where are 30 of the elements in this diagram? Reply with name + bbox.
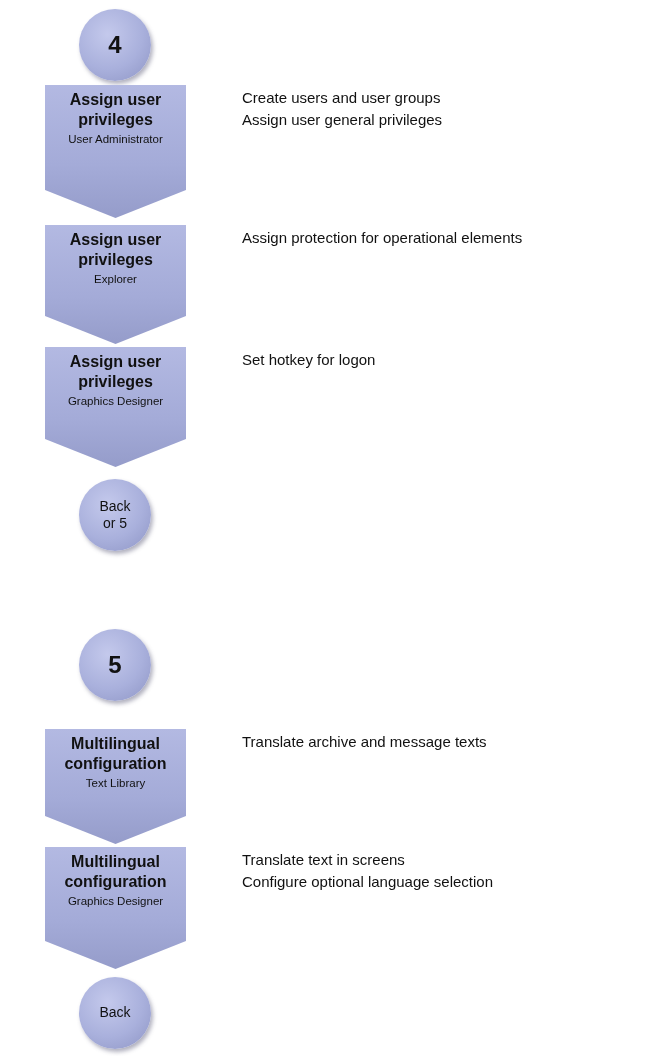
- step-description: Assign protection for operational elements: [242, 228, 523, 248]
- tool-name: Text Library: [85, 776, 146, 791]
- task-title: Multilingual configuration: [63, 852, 168, 892]
- tool-name: User Administrator: [68, 132, 163, 147]
- process-step-box: [45, 225, 186, 344]
- step-number: 5: [107, 650, 123, 680]
- task-title: Multilingual configuration: [63, 734, 168, 774]
- process-step-box: [45, 347, 186, 467]
- step-description: Assign user general privileges: [242, 110, 443, 130]
- step-circle: [79, 629, 151, 701]
- tool-name: Graphics Designer: [67, 894, 164, 909]
- process-step-box: [45, 729, 186, 844]
- process-step-box: [45, 847, 186, 969]
- task-title: Assign user privileges: [68, 352, 163, 392]
- step-circle: [79, 479, 151, 551]
- step-description: Translate archive and message texts: [242, 732, 487, 752]
- task-title: Assign user privileges: [68, 90, 163, 130]
- tool-name: Explorer: [94, 272, 137, 287]
- step-circle: [79, 977, 151, 1049]
- step-description: Set hotkey for logon: [242, 350, 376, 370]
- step-number: 4: [107, 30, 123, 60]
- step-circle: [79, 9, 151, 81]
- process-step-box: [45, 85, 186, 218]
- tool-name: Graphics Designer: [67, 394, 164, 409]
- step-number: Back: [98, 1004, 132, 1022]
- task-title: Assign user privileges: [68, 230, 163, 270]
- step-number: Back or 5: [98, 497, 132, 533]
- step-description: Create users and user groups: [242, 88, 441, 108]
- step-description: Configure optional language selection: [242, 872, 493, 892]
- step-description: Translate text in screens: [242, 850, 405, 870]
